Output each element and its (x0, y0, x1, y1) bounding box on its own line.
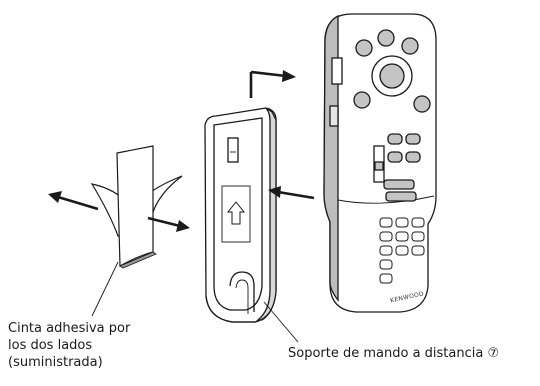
keypad-key (411, 217, 425, 228)
keypad-key (379, 231, 393, 242)
leader-lines (91, 261, 299, 343)
keypad-key (411, 231, 425, 242)
tape-label: Cinta adhesiva por los dos lados (sumini… (8, 320, 130, 371)
remote-side-shade (323, 14, 339, 302)
arrow-holder-top (250, 70, 287, 78)
tape-arrows (48, 191, 190, 232)
holder-u-slot (229, 271, 255, 312)
remote-top-button-right (401, 37, 419, 55)
holder-top-clip (227, 137, 239, 163)
tape-sheet (116, 145, 154, 268)
keypad-key (395, 217, 409, 228)
remote-keypad (379, 217, 425, 284)
remote-holder (204, 107, 277, 323)
tape-label-line-1: Cinta adhesiva por (8, 321, 131, 336)
remote-left-button (353, 91, 371, 109)
remote-top-button-left (355, 39, 373, 57)
remote-button-row2-b (405, 151, 421, 163)
tape-sheet-shade (119, 251, 157, 269)
arrow-holder-side-head (268, 186, 281, 198)
arrow-tape-left-head (48, 191, 62, 203)
remote-control: KENWOOD (323, 13, 437, 313)
joystick-icon (379, 63, 405, 89)
remote-seam (337, 195, 435, 204)
arrow-tape-right (147, 216, 181, 228)
adhesive-tape (90, 145, 183, 269)
holder-bottom-rim (205, 295, 271, 323)
arrow-holder-side (277, 190, 315, 200)
remote-button-row1-a (387, 133, 403, 145)
remote-side-switch (331, 57, 343, 85)
leader-line-tape (91, 261, 119, 317)
remote-right-button (413, 95, 431, 113)
keypad-key (395, 231, 409, 242)
remote-slide-knob (374, 161, 384, 171)
leader-line-holder (263, 301, 299, 343)
holder-label: Soporte de mando a distancia ⑦ (288, 346, 500, 361)
keypad-key (379, 273, 393, 284)
tape-label-line-2: los dos lados (8, 338, 93, 353)
arrow-holder-top-head (282, 70, 296, 82)
arrow-tape-right-head (176, 220, 190, 232)
keypad-key (379, 259, 393, 270)
keypad-key (379, 217, 393, 228)
up-arrow-icon (226, 201, 246, 225)
remote-button-row1-b (405, 133, 421, 145)
keypad-key (411, 245, 425, 256)
keypad-key (395, 245, 409, 256)
holder-side-wall (256, 107, 277, 321)
holder-arrows (249, 70, 315, 200)
remote-top-button-center (377, 29, 395, 47)
keypad-key (379, 245, 393, 256)
holder-u-slot-inner (235, 279, 249, 314)
tape-label-line-3: (suministrada) (8, 355, 103, 370)
remote-side-switch-2 (329, 105, 339, 127)
remote-wide-button-2 (385, 191, 417, 202)
arrow-tape-left (57, 195, 99, 211)
remote-button-row2-a (387, 151, 403, 163)
remote-wide-button-1 (383, 179, 415, 190)
